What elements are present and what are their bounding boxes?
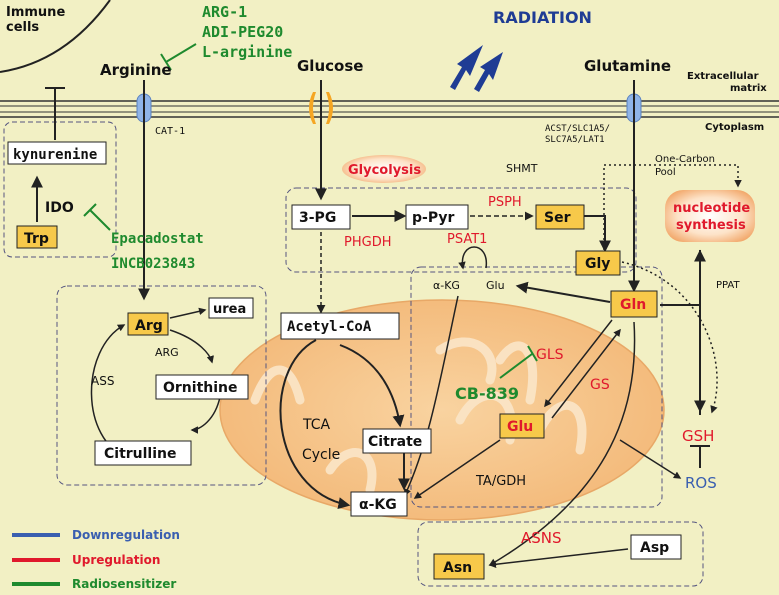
glutamine-label: Glutamine	[584, 57, 671, 75]
glycolysis-glow	[342, 155, 426, 183]
cytoplasm-label: Cytoplasm	[705, 122, 764, 133]
citrate-box	[362, 428, 432, 454]
metabolite-boxes	[7, 141, 682, 580]
asparagine-compartment	[417, 521, 704, 587]
one-carbon-label: One-Carbon	[655, 154, 715, 165]
legend-upregulation-label: Upregulation	[72, 553, 160, 567]
gly-label: Gly	[585, 256, 610, 272]
ser-box	[535, 204, 585, 230]
ppat-label: PPAT	[716, 280, 740, 291]
acetylcoa-box	[280, 312, 400, 340]
ppyr-label: p-Pyr	[412, 210, 454, 226]
cell-membrane	[0, 100, 779, 118]
asn-label: Asn	[443, 560, 472, 576]
arg-enzyme-label: ARG	[155, 346, 179, 359]
immune-cells-label: Immune	[6, 5, 65, 20]
glu-small-label: Glu	[486, 279, 505, 292]
nucleotide-glow	[665, 190, 755, 242]
akg-label: α-KG	[359, 497, 397, 513]
radiation-label: RADIATION	[493, 8, 592, 27]
nucleotide-label: nucleotide	[673, 201, 750, 216]
asp-box	[630, 534, 682, 560]
acst-label-2: SLC7A5/LAT1	[545, 135, 605, 145]
glu-box	[499, 413, 545, 439]
gln-label: Gln	[620, 297, 646, 313]
one-carbon-label-2: Pool	[655, 167, 676, 178]
serine-compartment	[285, 187, 637, 273]
labels: Immune cells Arginine Glucose Glutamine …	[6, 3, 767, 576]
phgdh-label: PHGDH	[344, 235, 391, 250]
gls-label: GLS	[536, 347, 564, 363]
compartments	[3, 121, 704, 587]
asp-label: Asp	[640, 540, 669, 556]
pg3-box	[291, 204, 351, 230]
arg1-inhibitor: ARG-1	[202, 3, 247, 21]
legend-downregulation-label: Downregulation	[72, 528, 180, 542]
glucose-label: Glucose	[297, 57, 363, 75]
kynurenine-box	[7, 141, 107, 165]
pathway-arrows	[31, 80, 742, 569]
ros-label: ROS	[685, 474, 717, 492]
acetylcoa-label: Acetyl-CoA	[287, 319, 372, 335]
trp-box	[16, 225, 58, 249]
acst-label: ACST/SLC1A5/	[545, 124, 610, 134]
extracellular-label: Extracellular	[687, 71, 759, 82]
immune-cells-label-2: cells	[6, 20, 39, 35]
trp-label: Trp	[24, 231, 49, 247]
gs-label: GS	[590, 377, 610, 393]
epacadostat-inhibitor: Epacadostat	[111, 231, 204, 247]
akg-small-label: α-KG	[433, 279, 460, 292]
psph-label: PSPH	[488, 195, 522, 210]
adipeg20-inhibitor: ADI-PEG20	[202, 23, 283, 41]
radiation-arrows-icon	[450, 45, 503, 92]
ppyr-box	[405, 204, 469, 230]
glycolysis-label: Glycolysis	[348, 163, 421, 178]
cb839-inhibitor: CB-839	[455, 384, 519, 403]
ser-label: Ser	[544, 210, 571, 226]
ass-label: ASS	[91, 374, 114, 388]
asn-box	[433, 553, 485, 580]
ornithine-label: Ornithine	[163, 380, 238, 396]
urea-label: urea	[213, 302, 246, 317]
ido-compartment	[3, 121, 117, 258]
pg3-label: 3-PG	[299, 210, 336, 226]
psat1-label: PSAT1	[447, 232, 487, 247]
tca-label: TCA	[302, 417, 331, 433]
glucose-transporter	[309, 92, 333, 124]
legend-radiosensitizer-label: Radiosensitizer	[72, 577, 176, 591]
extracellular-label-2: matrix	[730, 83, 767, 94]
cycle-label: Cycle	[302, 447, 340, 463]
immune-cell-boundary	[0, 0, 111, 73]
ido-label: IDO	[45, 200, 74, 216]
arg-box	[127, 312, 169, 336]
arginine-label: Arginine	[100, 61, 172, 79]
gly-box	[575, 250, 621, 276]
citrate-label: Citrate	[368, 434, 422, 450]
citrulline-box	[94, 440, 192, 466]
gsh-label: GSH	[682, 427, 714, 445]
synthesis-label: synthesis	[676, 218, 746, 233]
akg-box	[350, 491, 408, 517]
glutamine-compartment	[410, 266, 663, 508]
citrulline-label: Citrulline	[104, 446, 177, 462]
arg-label: Arg	[135, 318, 163, 334]
shmt-label: SHMT	[506, 162, 538, 175]
inhibitor-lines	[83, 43, 538, 379]
incb-inhibitor: INCB023843	[111, 256, 195, 272]
gln-box	[610, 290, 658, 318]
urea-box	[208, 297, 254, 319]
glu-label: Glu	[507, 419, 533, 435]
kynurenine-label: kynurenine	[13, 147, 97, 163]
ornithine-box	[155, 374, 249, 400]
asns-label: ASNS	[521, 529, 562, 547]
tagdh-label: TA/GDH	[475, 474, 526, 489]
legend: Downregulation Upregulation Radiosensiti…	[12, 528, 180, 591]
larginine-inhibitor: L-arginine	[202, 43, 292, 61]
cat1-label: CAT-1	[155, 126, 185, 137]
mitochondrion	[219, 299, 665, 521]
